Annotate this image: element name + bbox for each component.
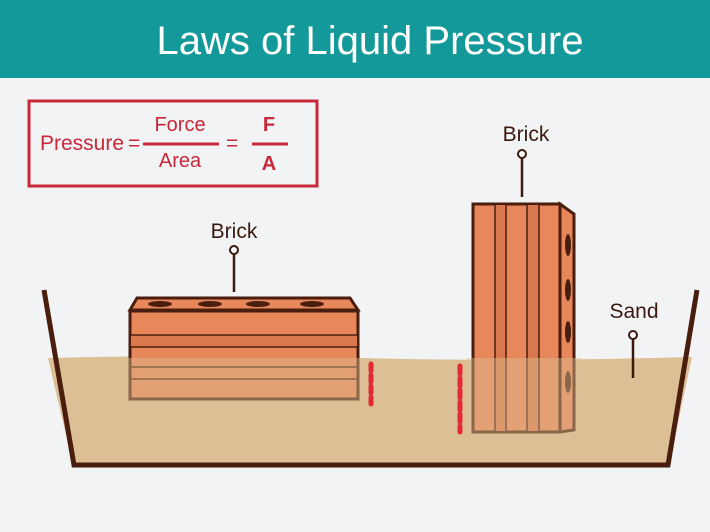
formula-box: Pressure = Force Area = F A (27, 99, 319, 188)
sand-label: Sand (609, 300, 658, 323)
pin-icon (628, 330, 638, 340)
flat-brick-label: Brick (211, 220, 258, 292)
sand-container (41, 289, 700, 468)
brick-upright-label: Brick (503, 123, 550, 146)
formula-lhs: Pressure (40, 132, 124, 155)
page-title: Laws of Liquid Pressure (157, 19, 584, 63)
formula-numerator: Force (154, 114, 205, 136)
formula-equals: = (128, 132, 140, 155)
formula-a: A (262, 153, 276, 175)
formula-denominator: Area (159, 150, 202, 172)
brick-upright (466, 201, 582, 438)
formula-f: F (263, 114, 275, 136)
pin-icon (517, 149, 527, 159)
brick-flat (122, 296, 364, 406)
brick-flat-label: Brick (211, 220, 258, 243)
sand-label-group: Sand (609, 300, 659, 378)
pin-icon (229, 245, 239, 255)
formula-equals-2: = (226, 132, 238, 155)
upright-brick-label: Brick (503, 123, 550, 197)
header-band (0, 0, 710, 78)
